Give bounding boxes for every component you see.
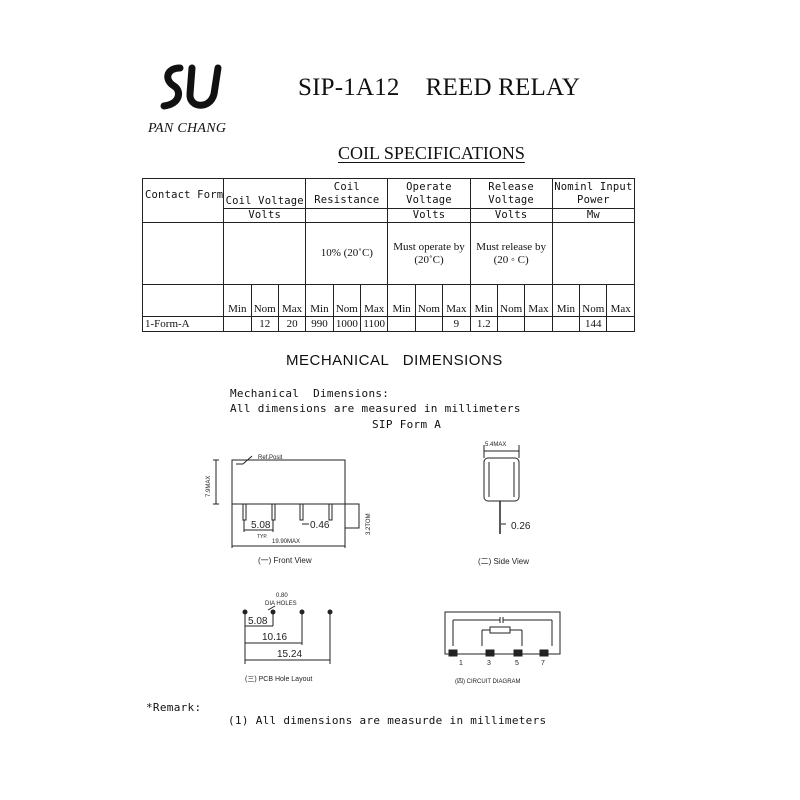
- table-cell: 20: [277, 316, 307, 332]
- table-cell: 1100: [360, 316, 389, 332]
- circuit-diagram-caption: (四) CIRCUIT DIAGRAM: [455, 678, 521, 685]
- form-label: SIP Form A: [372, 418, 442, 431]
- table-cell: 1.2: [469, 316, 498, 332]
- pcb-holes-size: 0.80: [276, 593, 288, 599]
- circuit-outline: [444, 611, 561, 655]
- release-note: Must release by(20 ◦ C): [469, 222, 553, 285]
- pcb-holes-label: DIA HOLES: [265, 601, 297, 607]
- brand-logo: [160, 64, 222, 110]
- pin: [242, 503, 247, 521]
- subheader-cell: Max: [277, 284, 307, 317]
- subheader-cell: Min: [551, 284, 581, 317]
- coil-symbol: [489, 626, 511, 634]
- subheader-cell: Max: [360, 284, 389, 317]
- front-view-drawing: [213, 455, 360, 548]
- pin: [299, 503, 304, 521]
- pcb-dim-15-24: 15.24: [277, 649, 302, 660]
- pcb-dim-5-08: 5.08: [248, 616, 268, 627]
- table-subheader-row: Min Nom Max Min Nom Max Min Nom Max Min …: [141, 284, 635, 317]
- subheader-cell: Nom: [579, 284, 608, 317]
- pcb-layout-drawing: [242, 605, 333, 664]
- table-cell: 9: [442, 316, 471, 332]
- table-note-row: 10% (20˚C) Must operate by(20˚C) Must re…: [141, 222, 636, 285]
- side-view-caption: (二) Side View: [478, 557, 529, 566]
- remark-label: *Remark:: [146, 701, 202, 714]
- front-view-caption: (一) Front View: [258, 556, 312, 565]
- subheader-cell: Max: [606, 284, 635, 317]
- pin-length-label: 3.2TOM: [366, 513, 372, 535]
- pcb-dim-10-16: 10.16: [262, 632, 287, 643]
- remark-note: (1) All dimensions are measurde in milli…: [228, 714, 547, 727]
- circuit-pin-1: 1: [459, 660, 463, 667]
- pin-dia-label: 0.46: [310, 520, 330, 531]
- table-cell: 144: [579, 316, 608, 332]
- mechanical-units-note: All dimensions are measured in millimete…: [230, 402, 521, 415]
- product-type: REED RELAY: [425, 74, 581, 101]
- circuit-diagram-drawing: [444, 611, 561, 657]
- header-contact-form: Contact Form: [141, 178, 225, 223]
- subheader-cell: Max: [524, 284, 553, 317]
- subheader-cell: Min: [305, 284, 334, 317]
- pin: [328, 503, 333, 521]
- circuit-pin-3: 3: [487, 660, 491, 667]
- table-cell: 1000: [332, 316, 362, 332]
- relay-body-side: [483, 457, 520, 502]
- relay-body-front: [231, 459, 346, 505]
- brand-name: PAN CHANG: [148, 121, 227, 136]
- table-unit-row: Volts Volts Volts Mw: [143, 208, 636, 223]
- resistance-note: 10% (20˚C): [305, 222, 389, 285]
- subheader-cell: Max: [442, 284, 471, 317]
- side-view-drawing: [483, 445, 520, 534]
- pin-length-dim: [344, 503, 360, 529]
- subheader-cell: Nom: [496, 284, 526, 317]
- side-width-label: 5.4MAX: [485, 442, 506, 448]
- pitch-label: 5.08: [251, 520, 271, 531]
- pitch-note: TYP.: [257, 534, 267, 540]
- table-cell: [606, 316, 635, 332]
- height-label: 7.9MAX: [206, 476, 212, 497]
- table-cell: [524, 316, 553, 332]
- mechanical-intro: Mechanical Dimensions:: [230, 387, 390, 400]
- table-cell: 990: [305, 316, 334, 332]
- ref-point-label: Ref.Posit: [258, 455, 283, 461]
- coil-specifications-heading: COIL SPECIFICATIONS: [338, 143, 525, 163]
- table-row: 1-Form-A 12 20 990 1000 1100 9 1.2 144: [141, 316, 635, 332]
- subheader-cell: Min: [469, 284, 498, 317]
- page-title: SIP-1A12 REED RELAY: [298, 74, 580, 102]
- length-label: 19.90MAX: [272, 539, 300, 545]
- side-thickness-label: 0.26: [511, 521, 531, 532]
- pin: [271, 503, 276, 521]
- operate-note: Must operate by(20˚C): [387, 222, 471, 285]
- pcb-layout-caption: (三) PCB Hole Layout: [245, 675, 312, 683]
- circuit-pin-5: 5: [515, 660, 519, 667]
- circuit-pin-7: 7: [541, 660, 545, 667]
- model-number: SIP-1A12: [298, 74, 400, 101]
- mechanical-dimensions-heading: MECHANICAL DIMENSIONS: [286, 352, 503, 369]
